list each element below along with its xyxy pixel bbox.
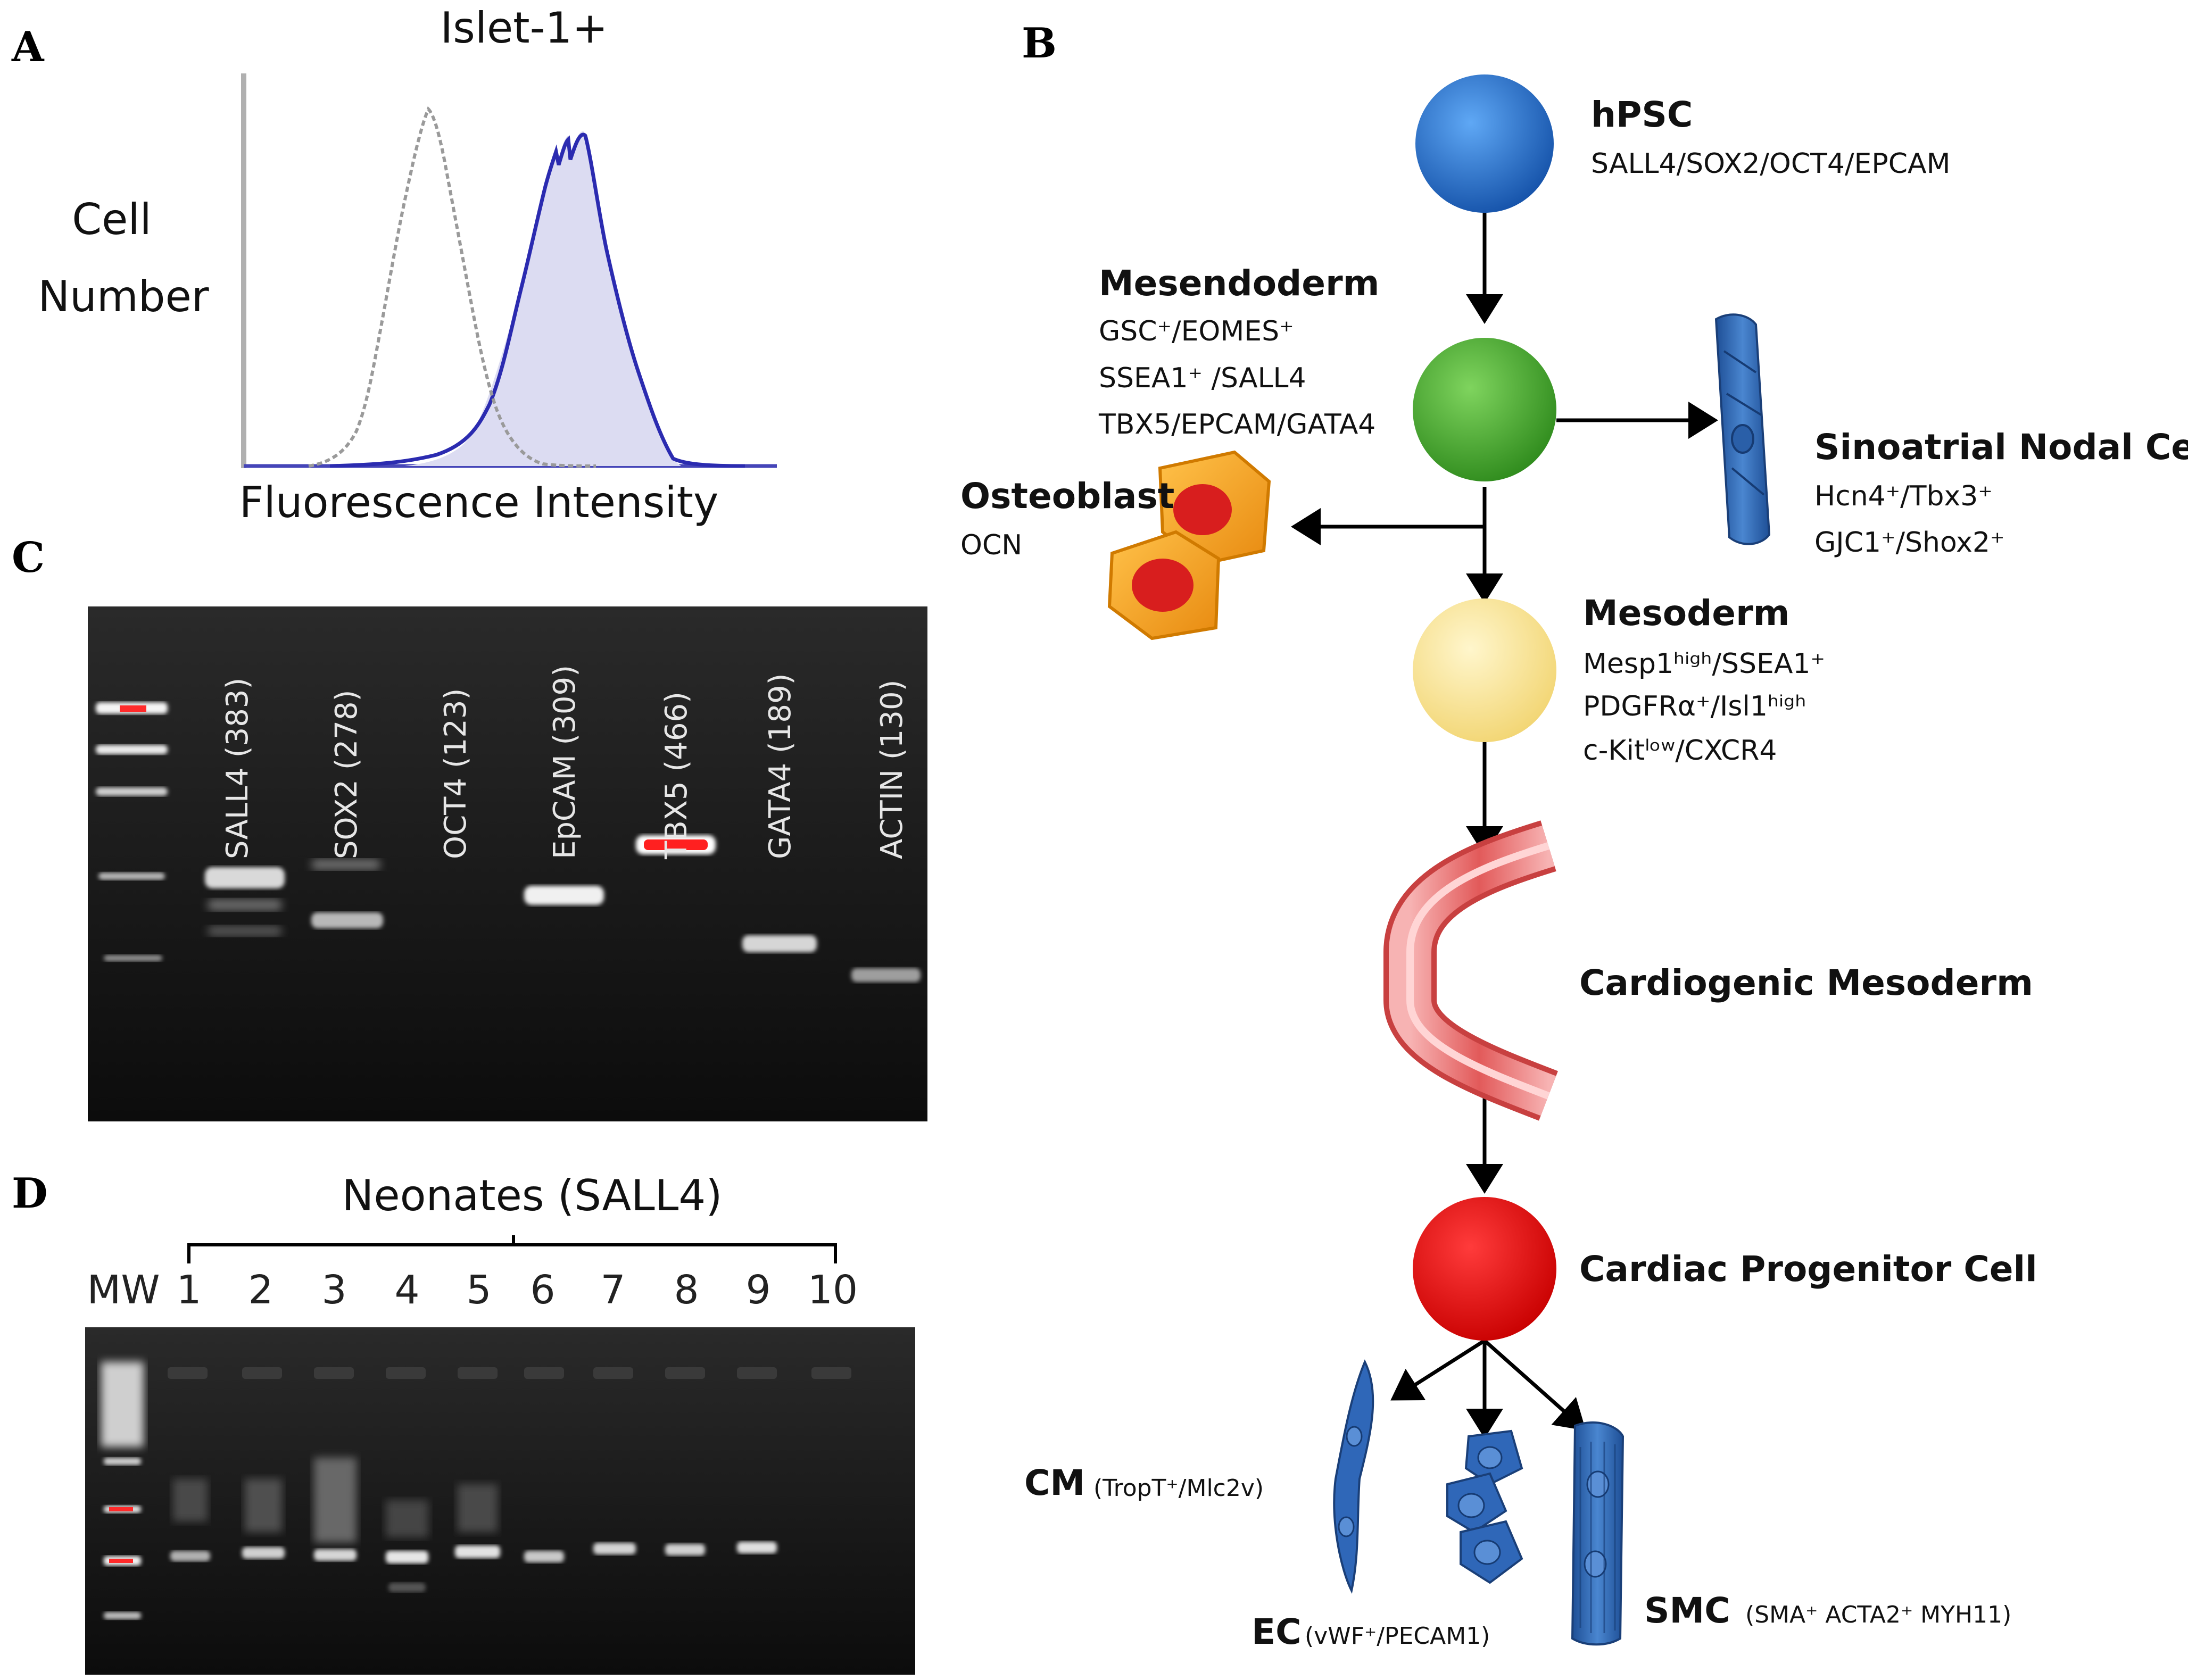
lane-number: 7: [600, 1267, 625, 1313]
smc-title: SMC: [1644, 1590, 1730, 1631]
sinoatrial-title: Sinoatrial Nodal Cell: [1814, 427, 2188, 468]
cpc-cell: [1413, 1197, 1556, 1341]
hpsc-title: hPSC: [1591, 94, 1693, 135]
cm-title: CM: [1024, 1462, 1085, 1503]
ec-markers: (vWF⁺/PECAM1): [1305, 1623, 1490, 1650]
cardiogenic-mesoderm-tube: [1383, 820, 1558, 1121]
gel-c: SALL4 (383) SOX2 (278) OCT4 (123) EpCAM …: [88, 606, 927, 1121]
sinoatrial-markers-2: GJC1⁺/Shox2⁺: [1814, 527, 2004, 559]
gel-c-background: [88, 606, 927, 1121]
lane-number: 1: [176, 1267, 201, 1313]
lane-number: 4: [394, 1267, 419, 1313]
x-axis-label: Fluorescence Intensity: [239, 478, 719, 527]
mesoderm-cell: [1413, 598, 1556, 742]
hpsc-markers: SALL4/SOX2/OCT4/EPCAM: [1591, 148, 1951, 180]
sinoatrial-markers-1: Hcn4⁺/Tbx3⁺: [1814, 480, 1993, 512]
y-axis-label-line1: Cell: [72, 195, 152, 244]
mesendoderm-title: Mesendoderm: [1099, 263, 1379, 304]
lane-numbers: 1 2 3 4 5 6 7 8 9 10: [176, 1267, 858, 1313]
gel-c-lane-oct4: OCT4 (123): [438, 688, 473, 859]
cpc-title: Cardiac Progenitor Cell: [1579, 1249, 2037, 1290]
lane-label-sox2: SOX2 (278): [329, 690, 364, 859]
panel-label-d: D: [12, 1169, 48, 1218]
mesendoderm-markers-2: SSEA1⁺ /SALL4: [1099, 362, 1306, 394]
cardiogenic-title: Cardiogenic Mesoderm: [1579, 962, 2033, 1003]
mesoderm-markers-1: Mesp1ʰⁱᵍʰ/SSEA1⁺: [1583, 648, 1825, 680]
smc-cell: [1571, 1421, 1625, 1646]
mw-label: MW: [87, 1267, 160, 1313]
lane-number: 10: [808, 1267, 858, 1313]
mesoderm-markers-3: c-Kitˡᵒʷ/CXCR4: [1583, 735, 1777, 767]
lane-label-tbx5: TBX5 (466): [659, 692, 694, 860]
mesendoderm-markers-1: GSC⁺/EOMES⁺: [1099, 315, 1294, 347]
lineage-arrows: [1291, 210, 1718, 1438]
gel-d-wells: [168, 1367, 851, 1379]
lane-label-gata4: GATA4 (189): [763, 673, 798, 859]
gel-c-lane-gata4: GATA4 (189): [742, 673, 817, 952]
gel-c-lane-sall4: SALL4 (383): [205, 678, 285, 936]
mesendoderm-markers-3: TBX5/EPCAM/GATA4: [1098, 409, 1375, 440]
y-axis-label-line2: Number: [38, 272, 209, 321]
ec-title: EC: [1252, 1611, 1302, 1652]
mesendoderm-cell: [1413, 338, 1556, 481]
lane-number: 9: [745, 1267, 770, 1313]
osteoblast-title: Osteoblast: [960, 476, 1174, 517]
cm-markers: (TropT⁺/Mlc2v): [1093, 1475, 1264, 1502]
gel-c-lane-tbx5: TBX5 (466): [636, 692, 716, 860]
lane-label-sall4: SALL4 (383): [220, 678, 255, 859]
ec-cells: [1446, 1429, 1523, 1584]
stained-histogram-curve: [329, 132, 745, 468]
gel-c-ladder: [96, 702, 168, 961]
osteoblast-cells: [1107, 450, 1271, 641]
gel-d-background: [85, 1327, 915, 1675]
gel-c-lane-sox2: SOX2 (278): [311, 690, 383, 928]
lane-number: 6: [530, 1267, 555, 1313]
neonates-group-label: Neonates (SALL4): [342, 1171, 723, 1220]
control-histogram-curve: [308, 106, 596, 468]
histogram-plot: [241, 73, 777, 468]
arrow-to-smc: [1483, 1339, 1586, 1431]
smc-markers: (SMA⁺ ACTA2⁺ MYH11): [1745, 1601, 2011, 1628]
neonates-bracket: [187, 1235, 837, 1263]
osteoblast-markers: OCN: [960, 529, 1022, 561]
mesoderm-markers-2: PDGFRα⁺/Isl1ʰⁱᵍʰ: [1583, 691, 1806, 722]
lane-label-oct4: OCT4 (123): [438, 688, 473, 859]
panel-label-c: C: [12, 534, 45, 582]
cm-label: CM: [1024, 1462, 1085, 1503]
gel-d-ladder: [101, 1362, 144, 1619]
panel-label-b: B: [1022, 19, 1057, 68]
gel-c-lane-epcam: EpCAM (309): [524, 665, 604, 905]
lane-number: 5: [466, 1267, 491, 1313]
histogram-title: Islet-1+: [441, 3, 608, 53]
gel-c-lane-actin: ACTIN (130): [851, 680, 921, 982]
panel-label-a: A: [11, 23, 45, 71]
lane-number: 3: [321, 1267, 346, 1313]
hpsc-cell: [1415, 74, 1554, 213]
lane-number: 2: [248, 1267, 273, 1313]
lane-number: 8: [674, 1267, 699, 1313]
gel-d: [85, 1327, 915, 1675]
gel-d-bands: [170, 1458, 777, 1592]
stained-histogram-fill: [404, 131, 681, 466]
sinoatrial-cell: [1714, 313, 1771, 545]
lane-label-epcam: EpCAM (309): [548, 665, 582, 859]
mesoderm-title: Mesoderm: [1583, 593, 1789, 634]
lane-label-actin: ACTIN (130): [875, 680, 909, 859]
arrow-to-cm: [1390, 1339, 1486, 1401]
cm-cell: [1333, 1359, 1374, 1594]
